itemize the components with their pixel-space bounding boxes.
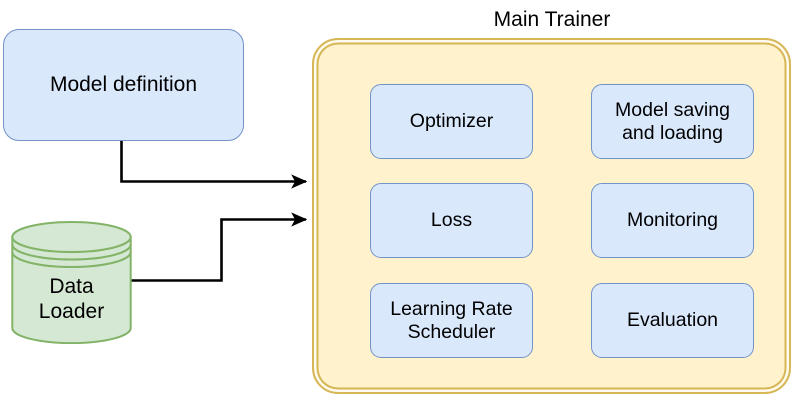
data-loader-label: Data Loader xyxy=(38,274,105,323)
component-monitoring-label: Monitoring xyxy=(626,209,719,231)
component-optimizer-label: Optimizer xyxy=(409,110,494,132)
data-loader-node[interactable]: Data Loader xyxy=(11,221,132,344)
component-evaluation-label: Evaluation xyxy=(626,309,719,331)
component-loss[interactable]: Loss xyxy=(370,183,533,258)
component-model-saving-and-loading-label: Model saving and loading xyxy=(615,98,730,144)
main-trainer-title: Main Trainer xyxy=(493,8,611,31)
component-loss-label: Loss xyxy=(430,209,473,231)
component-learning-rate-scheduler-label: Learning Rate Scheduler xyxy=(390,297,513,343)
component-model-saving-and-loading[interactable]: Model saving and loading xyxy=(591,84,754,159)
cylinder-shape xyxy=(11,221,132,344)
model-definition-label: Model definition xyxy=(49,72,198,96)
edge-model-definition-to-main-trainer xyxy=(120,141,308,189)
component-monitoring[interactable]: Monitoring xyxy=(591,183,754,258)
model-definition-node[interactable]: Model definition xyxy=(3,29,244,141)
component-evaluation[interactable]: Evaluation xyxy=(591,283,754,358)
component-optimizer[interactable]: Optimizer xyxy=(370,84,533,159)
component-learning-rate-scheduler[interactable]: Learning Rate Scheduler xyxy=(370,283,533,358)
data-loader-text-wrap: Data Loader xyxy=(11,255,132,344)
component-grid: Optimizer Model saving and loading Loss … xyxy=(370,84,754,358)
edge-data-loader-to-main-trainer xyxy=(131,212,308,282)
